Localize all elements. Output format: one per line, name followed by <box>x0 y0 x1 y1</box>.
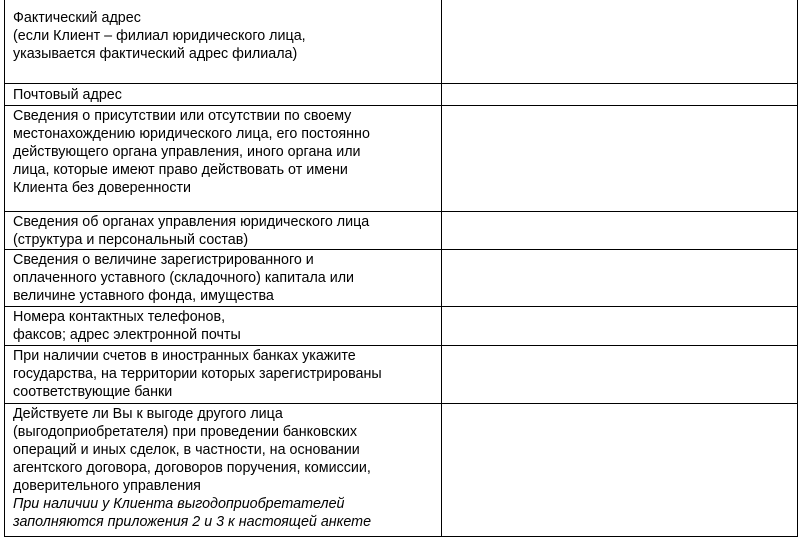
beneficiary-note-line: При наличии у Клиента выгодоприобретател… <box>13 496 345 512</box>
label-line: оплаченного уставного (складочного) капи… <box>13 270 355 286</box>
table-row: При наличии счетов в иностранных банках … <box>4 345 798 404</box>
label-line: величине уставного фонда, имущества <box>13 288 274 304</box>
field-value-charter-capital[interactable] <box>441 249 798 307</box>
label-line: Клиента без доверенности <box>13 180 192 196</box>
beneficiary-note-line: заполняются приложения 2 и 3 к настоящей… <box>13 514 372 530</box>
field-value-beneficiary[interactable] <box>441 403 798 537</box>
field-value-actual-address[interactable] <box>441 0 798 84</box>
field-label-presence-info: Сведения о присутствии или отсутствии по… <box>4 105 442 212</box>
label-line: действующего органа управления, иного ор… <box>13 144 361 160</box>
label-line: Почтовый адрес <box>13 87 122 103</box>
field-label-postal-address: Почтовый адрес <box>4 83 442 106</box>
label-line: (структура и персональный состав) <box>13 232 249 248</box>
label-line: Действуете ли Вы к выгоде другого лица <box>13 406 283 422</box>
field-value-management-bodies[interactable] <box>441 211 798 250</box>
label-line: Сведения о величине зарегистрированного … <box>13 252 314 268</box>
field-value-presence-info[interactable] <box>441 105 798 212</box>
label-line: (если Клиент – филиал юридического лица, <box>13 28 306 44</box>
table-row: Сведения о присутствии или отсутствии по… <box>4 105 798 212</box>
label-line: Сведения об органах управления юридическ… <box>13 214 370 230</box>
label-line: доверительного управления <box>13 478 201 494</box>
label-line: государства, на территории которых зарег… <box>13 366 382 382</box>
field-label-foreign-accounts: При наличии счетов в иностранных банках … <box>4 345 442 404</box>
label-line: указывается фактический адрес филиала) <box>13 46 298 62</box>
label-line: лица, которые имеют право действовать от… <box>13 162 348 178</box>
label-line: местонахождению юридического лица, его п… <box>13 126 370 142</box>
table-row: Почтовый адрес <box>4 83 798 106</box>
table-row: Сведения о величине зарегистрированного … <box>4 249 798 307</box>
field-label-actual-address: Фактический адрес (если Клиент – филиал … <box>4 0 442 84</box>
field-label-contacts: Номера контактных телефонов, факсов; адр… <box>4 306 442 346</box>
table-row: Сведения об органах управления юридическ… <box>4 211 798 250</box>
field-value-contacts[interactable] <box>441 306 798 346</box>
label-line: операций и иных сделок, в частности, на … <box>13 442 360 458</box>
table-row: Фактический адрес (если Клиент – филиал … <box>4 0 798 84</box>
field-value-postal-address[interactable] <box>441 83 798 106</box>
label-line: Сведения о присутствии или отсутствии по… <box>13 108 352 124</box>
label-line: соответствующие банки <box>13 384 173 400</box>
label-line: факсов; адрес электронной почты <box>13 327 241 343</box>
table-row: Действуете ли Вы к выгоде другого лица (… <box>4 403 798 537</box>
label-line: Номера контактных телефонов, <box>13 309 226 325</box>
field-label-management-bodies: Сведения об органах управления юридическ… <box>4 211 442 250</box>
label-line: Фактический адрес <box>13 10 141 26</box>
field-label-beneficiary: Действуете ли Вы к выгоде другого лица (… <box>4 403 442 537</box>
field-label-charter-capital: Сведения о величине зарегистрированного … <box>4 249 442 307</box>
label-line: агентского договора, договоров поручения… <box>13 460 371 476</box>
field-value-foreign-accounts[interactable] <box>441 345 798 404</box>
table-row: Номера контактных телефонов, факсов; адр… <box>4 306 798 346</box>
label-line: При наличии счетов в иностранных банках … <box>13 348 356 364</box>
label-line: (выгодоприобретателя) при проведении бан… <box>13 424 357 440</box>
client-info-table: Фактический адрес (если Клиент – филиал … <box>4 0 798 537</box>
